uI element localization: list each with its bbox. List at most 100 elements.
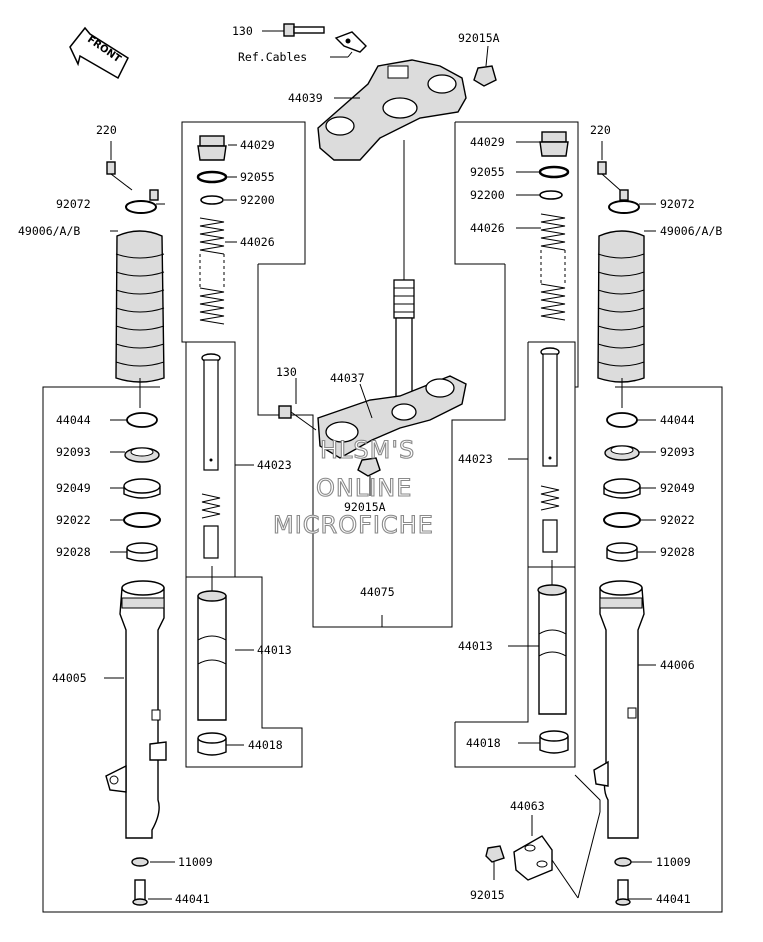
label-top-bolt: 130 <box>232 24 253 38</box>
label-left-pipe: 44023 <box>257 458 292 472</box>
left-cylinder <box>197 566 227 721</box>
label-guide-nut: 92015 <box>470 888 505 902</box>
right-seal <box>604 445 640 461</box>
label-right-cylinder: 44013 <box>458 639 493 653</box>
label-right-bushing-92049: 92049 <box>660 481 695 495</box>
label-right-slide-bushing: 44018 <box>466 736 501 750</box>
watermark-line-2: ONLINE <box>316 474 412 502</box>
right-piston <box>542 519 558 553</box>
left-collar <box>126 542 158 562</box>
right-slide-bushing <box>539 730 569 754</box>
right-oring <box>538 165 570 179</box>
left-bottom-bolt <box>132 879 148 906</box>
left-spring <box>199 217 225 325</box>
label-left-slide-bushing: 44018 <box>248 738 283 752</box>
front-arrow-icon: FRONT <box>69 26 129 80</box>
label-left-oring: 92055 <box>240 170 275 184</box>
label-stem-nut: 92015A <box>344 500 386 514</box>
left-bushing-92022 <box>123 512 161 528</box>
label-left-spring: 44026 <box>240 235 275 249</box>
top-nut <box>473 65 497 87</box>
left-seal <box>124 447 160 463</box>
right-bushing-92022 <box>603 512 641 528</box>
assembly-outlines <box>42 121 723 913</box>
stem-nut <box>357 457 381 477</box>
stem-bolt <box>278 405 317 431</box>
left-bushing-92049 <box>123 478 161 499</box>
right-washer <box>539 190 563 200</box>
watermark-line-1: HLSM'S <box>320 436 415 464</box>
watermark-line-3: MICROFICHE <box>273 511 434 539</box>
label-right-bushing-92022: 92022 <box>660 513 695 527</box>
label-left-boot: 49006/A/B <box>18 224 80 238</box>
left-circlip <box>126 412 158 428</box>
right-fork-cap <box>539 131 569 157</box>
callout-labels: 130 Ref.Cables 92015A 44039 220 92072 49… <box>18 24 722 906</box>
watermark: HLSM'S ONLINE MICROFICHE <box>272 435 434 539</box>
right-boot <box>597 230 645 408</box>
label-left-bushing-92049: 92049 <box>56 481 91 495</box>
left-washer <box>200 195 224 205</box>
fork-guide <box>513 811 601 899</box>
label-right-cap-bolt: 220 <box>590 123 611 137</box>
label-left-gasket: 11009 <box>178 855 213 869</box>
label-right-collar: 92028 <box>660 545 695 559</box>
label-right-washer: 92200 <box>470 188 505 202</box>
label-right-seal: 92093 <box>660 445 695 459</box>
label-right-boot: 49006/A/B <box>660 224 722 238</box>
label-right-outer-tube: 44006 <box>660 658 695 672</box>
label-left-circlip: 44044 <box>56 413 91 427</box>
left-piston <box>203 525 219 559</box>
label-ref-cables: Ref.Cables <box>238 50 307 64</box>
label-left-bushing-92022: 92022 <box>56 513 91 527</box>
left-cap-bolt <box>106 161 133 191</box>
right-circlip <box>606 412 638 428</box>
leader-lines <box>104 30 656 900</box>
label-top-nut: 92015A <box>458 31 500 45</box>
label-left-outer-tube: 44005 <box>52 671 87 685</box>
right-cap-bolt <box>597 161 621 191</box>
label-left-washer: 92200 <box>240 193 275 207</box>
left-boot <box>115 230 165 408</box>
label-right-clamp: 92072 <box>660 197 695 211</box>
top-bolt <box>283 23 325 37</box>
left-gasket <box>131 857 149 867</box>
right-gasket <box>614 857 632 867</box>
label-left-cap-bolt: 220 <box>96 123 117 137</box>
guide-nut <box>485 845 505 863</box>
right-rebound-spring <box>540 485 560 511</box>
label-right-cap: 44029 <box>470 135 505 149</box>
label-left-collar: 92028 <box>56 545 91 559</box>
label-left-cap: 44029 <box>240 138 275 152</box>
label-right-oring: 92055 <box>470 165 505 179</box>
right-damper-pipe <box>540 347 560 467</box>
label-right-gasket: 11009 <box>656 855 691 869</box>
label-right-bottom-bolt: 44041 <box>656 892 691 906</box>
left-clamp <box>125 189 159 214</box>
label-right-pipe: 44023 <box>458 452 493 466</box>
right-clamp <box>608 189 640 214</box>
right-bushing-92049 <box>603 478 641 499</box>
label-stem-assy: 44075 <box>360 585 395 599</box>
label-stem: 44037 <box>330 371 365 385</box>
right-collar <box>606 542 638 562</box>
label-right-spring: 44026 <box>470 221 505 235</box>
right-spring <box>540 213 566 321</box>
left-fork-cap <box>197 135 227 161</box>
label-guide: 44063 <box>510 799 545 813</box>
left-oring <box>196 170 228 184</box>
label-right-circlip: 44044 <box>660 413 695 427</box>
right-bottom-bolt <box>615 879 631 906</box>
label-left-clamp: 92072 <box>56 197 91 211</box>
left-damper-pipe <box>201 353 221 471</box>
label-left-cylinder: 44013 <box>257 643 292 657</box>
left-rebound-spring <box>201 493 221 519</box>
left-slide-bushing <box>197 732 227 756</box>
label-left-seal: 92093 <box>56 445 91 459</box>
cable-clamp <box>334 31 367 53</box>
label-upper-bracket: 44039 <box>288 91 323 105</box>
left-outer-tube <box>105 580 167 839</box>
right-cylinder <box>537 560 567 715</box>
upper-bracket <box>317 59 467 161</box>
